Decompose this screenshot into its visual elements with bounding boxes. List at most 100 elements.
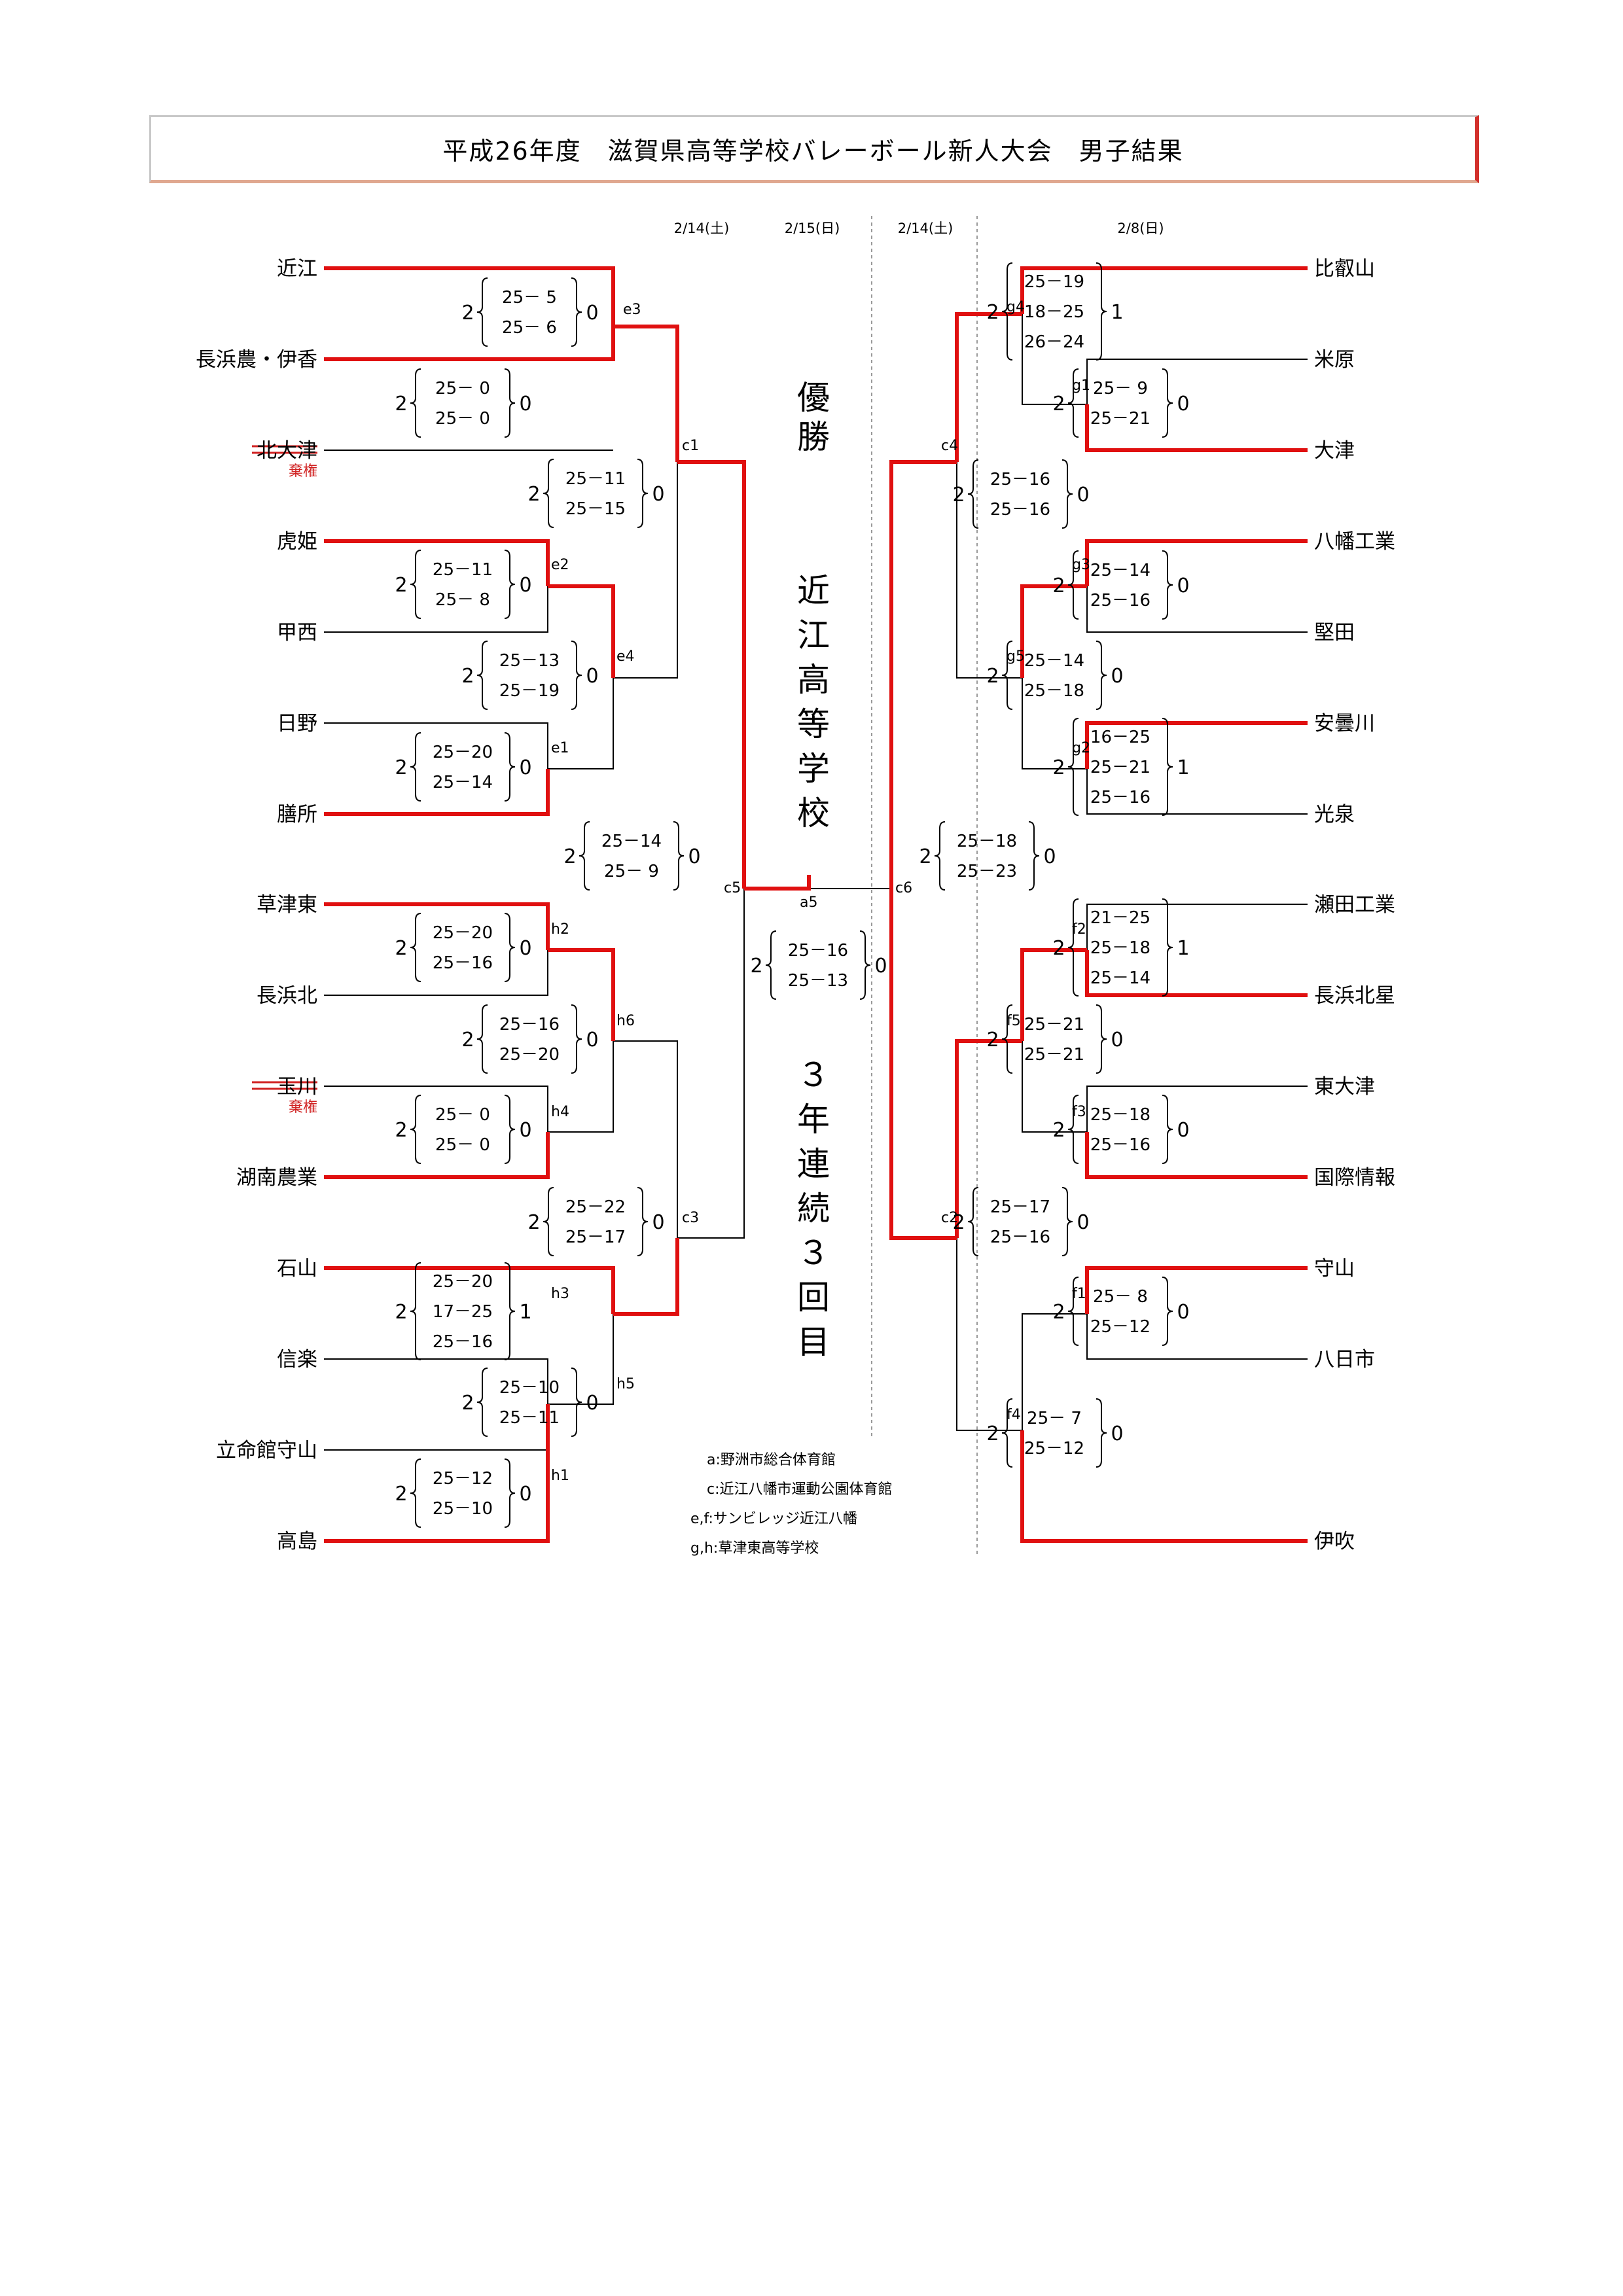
set-score: 25－ 9	[604, 862, 659, 881]
match-score-loser: 0	[652, 1211, 664, 1234]
match-score-loser: 0	[1111, 665, 1123, 688]
champion-note-char: ３	[797, 1234, 830, 1272]
match-id-label: h6	[616, 1013, 635, 1029]
set-score: 25－11	[433, 560, 493, 580]
left-brace	[1067, 368, 1079, 438]
winner-line	[613, 325, 679, 462]
winner-path-lines	[252, 266, 1308, 1543]
winner-line	[744, 875, 811, 891]
match-score-loser: 0	[1077, 1211, 1089, 1234]
set-score: 25－14	[1090, 968, 1150, 988]
match-id-label: c6	[895, 880, 912, 896]
match-date: 2/8(日)	[1117, 221, 1164, 236]
match-date: 2/14(土)	[674, 221, 730, 236]
team-name: 石山	[277, 1257, 317, 1280]
match-id-label: g2	[1072, 740, 1090, 756]
match-id-label: h3	[551, 1286, 569, 1302]
left-brace	[1001, 262, 1013, 361]
bracket-line	[548, 678, 614, 769]
team-name: 日野	[277, 712, 317, 735]
set-score: 25－ 7	[1027, 1409, 1082, 1428]
match-score-loser: 0	[1043, 845, 1056, 868]
set-score: 25－12	[433, 1469, 493, 1489]
match-score-winner: 2	[986, 665, 999, 688]
winner-line	[324, 769, 550, 816]
winner-line	[889, 889, 957, 1240]
bracket-line	[613, 462, 678, 679]
winner-line	[613, 1238, 679, 1316]
set-score: 25－12	[1090, 1317, 1150, 1337]
right-brace	[673, 821, 685, 891]
right-brace	[504, 913, 516, 982]
set-score: 25－19	[1024, 272, 1084, 292]
team-name: 守山	[1314, 1257, 1355, 1280]
right-brace	[1162, 368, 1173, 438]
set-score: 25－17	[990, 1197, 1050, 1217]
match-score-loser: 0	[519, 393, 531, 415]
match-score-winner: 2	[461, 302, 474, 325]
match-score-loser: 1	[1111, 301, 1123, 324]
winner-line	[1085, 950, 1308, 997]
bracket-line	[324, 950, 548, 996]
right-brace	[1162, 1277, 1173, 1346]
right-brace	[504, 732, 516, 802]
right-brace	[1162, 898, 1173, 997]
divider-lines	[871, 216, 978, 1557]
team-name: 玉川	[277, 1075, 317, 1099]
match-score-winner: 2	[461, 665, 474, 688]
venue-note: c:近江八幡市運動公園体育館	[707, 1481, 893, 1498]
set-score: 25－14	[1024, 651, 1084, 671]
match-id-label: h1	[551, 1468, 569, 1484]
set-score: 25－ 5	[502, 288, 557, 308]
match-score-loser: 0	[874, 955, 887, 978]
match-id-label: g3	[1072, 557, 1090, 573]
champion-note-char: 目	[797, 1323, 830, 1361]
set-score: 25－21	[1024, 1045, 1084, 1065]
right-brace	[1096, 1398, 1107, 1468]
match-score-winner: 2	[395, 393, 407, 415]
match-score-winner: 2	[986, 1029, 999, 1051]
bracket-line	[956, 462, 1022, 679]
bracket-line	[1086, 359, 1308, 404]
set-score: 25－11	[565, 469, 626, 489]
left-brace	[967, 1187, 979, 1256]
set-score: 25－13	[499, 651, 560, 671]
match-score-winner: 2	[986, 301, 999, 324]
left-brace	[1001, 1004, 1013, 1074]
bracket-text: 2/14(土)2/15(日)2/14(土)2/8(日)近江長浜農・伊香北大津虎姫…	[196, 221, 1395, 1557]
set-score: 25－18	[957, 832, 1017, 851]
venue-note: a:野洲市総合体育館	[707, 1452, 836, 1468]
champion-label-char: 勝	[797, 418, 830, 456]
match-score-winner: 2	[563, 845, 576, 868]
right-brace	[1028, 821, 1040, 891]
match-score-winner: 2	[1052, 393, 1065, 415]
match-score-winner: 2	[395, 756, 407, 779]
right-brace	[1061, 1187, 1073, 1256]
champion-name-char: 高	[797, 661, 830, 699]
match-id-label: g4	[1007, 299, 1025, 315]
abstain-label: 棄権	[289, 1099, 317, 1116]
match-id-label: f3	[1072, 1104, 1086, 1120]
match-score-winner: 2	[750, 955, 762, 978]
bracket-line	[1022, 314, 1087, 405]
set-score: 25－16	[990, 470, 1050, 489]
bracket-line	[1086, 586, 1308, 633]
set-score: 25－20	[433, 743, 493, 762]
match-id-label: c3	[682, 1210, 699, 1226]
winner-line	[1085, 1266, 1308, 1314]
set-score: 25－ 0	[435, 1105, 490, 1125]
right-brace	[504, 1458, 516, 1528]
left-brace	[410, 1458, 421, 1528]
set-score: 25－ 0	[435, 1135, 490, 1155]
left-brace	[476, 1368, 488, 1437]
match-id-label: f2	[1072, 921, 1086, 938]
winner-line	[1020, 948, 1087, 1041]
team-name: 甲西	[277, 621, 317, 645]
team-name: 北大津	[257, 439, 317, 463]
winner-line	[1085, 1132, 1308, 1179]
winner-line	[1085, 721, 1308, 769]
set-score: 25－12	[1024, 1439, 1084, 1458]
team-name: 大津	[1314, 439, 1355, 463]
